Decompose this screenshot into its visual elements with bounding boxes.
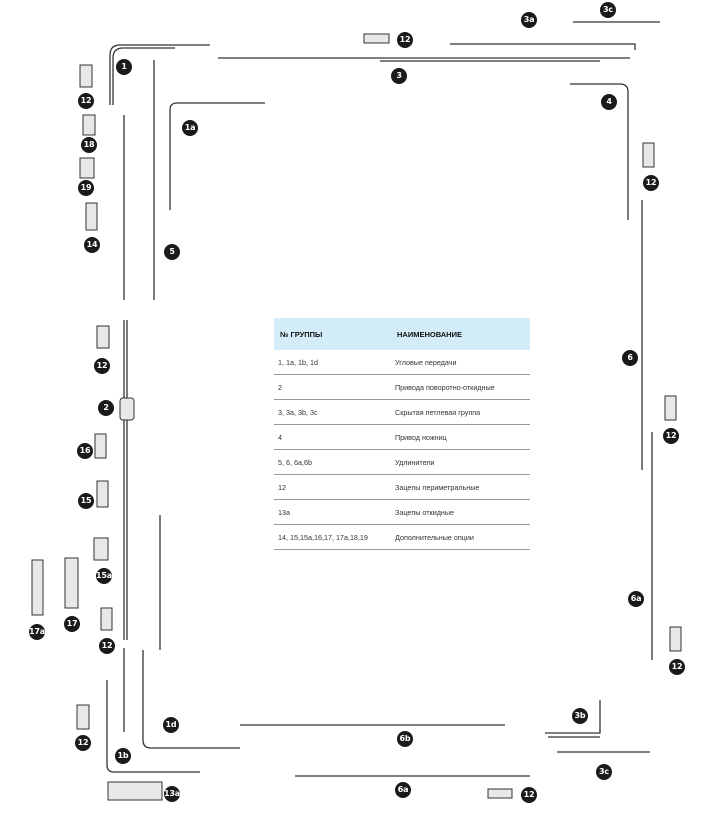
part-17: [64, 557, 79, 609]
table-header-row: № ГРУППЫ НАИМЕНОВАНИЕ: [274, 318, 530, 350]
label-13a: 13a: [164, 786, 180, 802]
label-1d: 1d: [163, 717, 179, 733]
keeper-12-right-mid: [664, 395, 677, 421]
label-3c-bottom: 3c: [596, 764, 612, 780]
label-6b: 6b: [397, 731, 413, 747]
label-6: 6: [622, 350, 638, 366]
cell-name: Зацепы периметральные: [391, 474, 530, 500]
label-12-right-bottom: 12: [669, 659, 685, 675]
part-18: [82, 114, 96, 136]
cell-name: Привод ножниц: [391, 424, 530, 450]
header-group-number: № ГРУППЫ: [274, 318, 391, 350]
label-16: 16: [77, 443, 93, 459]
label-19: 19: [78, 180, 94, 196]
label-15: 15: [78, 493, 94, 509]
part-14: [85, 202, 98, 231]
scissor-drive-4: [570, 83, 629, 220]
cell-group: 4: [274, 424, 391, 450]
label-17a: 17a: [29, 624, 45, 640]
corner-drive-1a: [169, 102, 265, 210]
part-15: [96, 480, 109, 508]
label-2: 2: [98, 400, 114, 416]
label-12-right-top: 12: [643, 175, 659, 191]
keeper-12-top: [363, 33, 390, 44]
label-18: 18: [81, 137, 97, 153]
cell-name: Дополнительные опции: [391, 524, 530, 550]
label-12-left-low: 12: [99, 638, 115, 654]
cell-name: Угловые передачи: [391, 350, 530, 375]
label-1: 1: [116, 59, 132, 75]
label-12-left-top: 12: [78, 93, 94, 109]
keeper-12-left-bottom: [76, 704, 90, 730]
cell-group: 12: [274, 474, 391, 500]
corner-drive-1d: [142, 650, 240, 749]
cell-group: 1, 1a, 1b, 1d: [274, 350, 391, 375]
cell-group: 14, 15,15a,16,17, 17a,18,19: [274, 524, 391, 550]
corner-drive-1b: [106, 680, 200, 773]
label-12-left-mid: 12: [94, 358, 110, 374]
label-12-right-mid: 12: [663, 428, 679, 444]
keeper-12-right-bottom: [669, 626, 682, 652]
label-12-top: 12: [397, 32, 413, 48]
hinge-3b: [545, 700, 601, 734]
keeper-12-left-low: [100, 607, 113, 631]
cell-group: 3, 3a, 3b, 3c: [274, 399, 391, 425]
label-12-bottom: 12: [521, 787, 537, 803]
keeper-12-left-mid: [96, 325, 110, 349]
cell-group: 2: [274, 374, 391, 400]
cell-name: Зацепы откидные: [391, 499, 530, 525]
part-19: [79, 157, 95, 179]
label-3: 3: [391, 68, 407, 84]
header-name: НАИМЕНОВАНИЕ: [391, 318, 530, 350]
label-1b: 1b: [115, 748, 131, 764]
hinge-3a: [450, 43, 636, 50]
label-6a-bottom: 6a: [395, 782, 411, 798]
label-5: 5: [164, 244, 180, 260]
label-3c-top: 3c: [600, 2, 616, 18]
label-17: 17: [64, 616, 80, 632]
label-15a: 15a: [96, 568, 112, 584]
label-4: 4: [601, 94, 617, 110]
label-6a-right: 6a: [628, 591, 644, 607]
cell-name: Скрытая петлевая группа: [391, 399, 530, 425]
keeper-13a: [107, 781, 163, 801]
keeper-12-bottom: [487, 788, 513, 799]
cell-name: Удлинители: [391, 449, 530, 475]
keeper-12-right-top: [642, 142, 655, 168]
corner-drive-1-bar: [112, 47, 175, 105]
cell-group: 5, 6, 6a,6b: [274, 449, 391, 475]
corner-drive-1: [109, 44, 210, 105]
part-17a: [31, 559, 44, 616]
label-3b: 3b: [572, 708, 588, 724]
label-12-left-bottom: 12: [75, 735, 91, 751]
label-14: 14: [84, 237, 100, 253]
cell-group: 13a: [274, 499, 391, 525]
part-16: [94, 433, 107, 459]
drive-2-gearbox: [119, 397, 135, 421]
label-3a: 3a: [521, 12, 537, 28]
cell-name: Привода поворотно-откидные: [391, 374, 530, 400]
part-15a: [93, 537, 109, 561]
label-1a: 1a: [182, 120, 198, 136]
keeper-12-left-top: [79, 64, 93, 88]
